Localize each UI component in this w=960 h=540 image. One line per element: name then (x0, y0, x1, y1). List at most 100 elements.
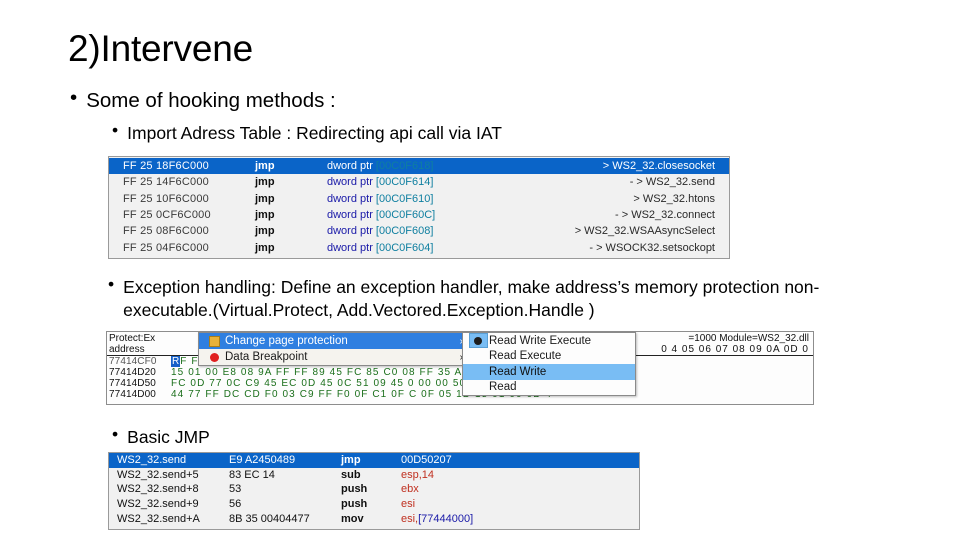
submenu-item-label: Read Write Execute (489, 334, 592, 347)
table-row[interactable]: FF 25 0CF6C000 jmp dword ptr [00C0F60C] - >… (109, 207, 729, 223)
iat-comment: - > WSOCK32.setsockopt (589, 241, 715, 254)
hex-header-left: Protect:Ex (109, 333, 156, 344)
menu-item-label: Change page protection (225, 335, 348, 347)
hex-bytes: FC 0D 77 0C C9 45 EC 0D 45 0C 51 09 45 0… (171, 378, 547, 389)
jmp-symbol: WS2_32.send+5 (117, 468, 199, 481)
checked-radio-box (468, 333, 488, 349)
jmp-mnemonic: sub (341, 468, 361, 481)
iat-bytes: FF 25 0CF6C000 (123, 209, 211, 222)
hex-col-address: address (109, 344, 145, 355)
table-row[interactable]: WS2_32.send+9 56 push esi (109, 497, 639, 512)
jmp-operand: 00D50207 (401, 454, 639, 466)
iat-operand: dword ptr [00C0F604] (327, 241, 434, 254)
table-row[interactable]: WS2_32.send+5 83 EC 14 sub esp,14 (109, 468, 639, 483)
iat-comment: - > WS2_32.connect (615, 209, 715, 222)
menu-item-label: Data Breakpoint (225, 351, 308, 363)
jmp-bytes: 83 EC 14 (229, 468, 275, 481)
submenu-item[interactable]: Read (463, 380, 635, 396)
iat-comment: > WS2_32.closesocket (602, 160, 715, 173)
bullet-basic-jmp: • Basic JMP (112, 425, 512, 449)
jmp-symbol: WS2_32.send+8 (117, 483, 199, 496)
iat-mnemonic: jmp (255, 241, 275, 254)
hex-selected-byte[interactable]: R (171, 356, 181, 367)
jmp-symbol: WS2_32.send+A (117, 512, 200, 525)
menu-item[interactable]: Data Breakpoint › (199, 349, 467, 365)
iat-bytes: FF 25 08F6C000 (123, 225, 209, 238)
jmp-mnemonic: mov (341, 512, 364, 525)
jmp-operand: esi,[77444000] (401, 512, 474, 525)
submenu-item[interactable]: Read Write (463, 364, 635, 380)
iat-operand-address: [00C0F608] (375, 225, 434, 238)
jmp-mnemonic: push (341, 498, 368, 511)
iat-bytes: FF 25 10F6C000 (123, 192, 209, 205)
bullet-some-methods-text: Some of hooking methods : (86, 89, 336, 112)
jmp-bytes: 53 (229, 483, 242, 496)
jmp-mnemonic: push (341, 483, 368, 496)
submenu-item-label: Read Execute (489, 350, 562, 363)
iat-comment: - > WS2_32.send (629, 176, 715, 189)
iat-operand-address: [00C0F60C] (375, 209, 436, 222)
jmp-symbol: WS2_32.send+9 (117, 498, 199, 511)
iat-bytes: FF 25 18F6C000 (123, 160, 209, 173)
table-row[interactable]: 77414D50 FC 0D 77 0C C9 45 EC 0D 45 0C 51… (107, 378, 813, 389)
iat-operand-address: [00C0F604] (375, 241, 434, 254)
bullet-iat-text: Import Adress Table : Redirecting api ca… (127, 123, 502, 143)
iat-operand: dword ptr [00C0F618] (327, 160, 434, 173)
hex-address: 77414D00 (109, 389, 156, 400)
bullet-exception-text: Exception handling: Define an exception … (123, 277, 820, 321)
breakpoint-dot-icon-glyph (209, 352, 219, 362)
page-protection-icon (203, 335, 225, 347)
hex-address: 77414CF0 (109, 356, 157, 367)
jmp-operand: ebx (401, 483, 419, 496)
jmp-operand: esi (401, 498, 416, 511)
iat-operand: dword ptr [00C0F60C] (327, 209, 436, 222)
iat-operand-address: [00C0F618] (375, 160, 434, 173)
table-row[interactable]: WS2_32.send+8 53 push ebx (109, 482, 639, 497)
checked-radio-dot (474, 336, 482, 345)
jmp-bytes: 56 (229, 498, 242, 511)
iat-bytes: FF 25 14F6C000 (123, 176, 209, 189)
chevron-right-icon: › (451, 352, 463, 363)
iat-row-list: FF 25 18F6C000 jmp dword ptr [00C0F618] > W… (109, 158, 729, 256)
bullet-glyph: • (112, 120, 119, 140)
iat-mnemonic: jmp (255, 192, 275, 205)
hex-address: 77414D50 (109, 378, 156, 389)
page-title: 2)Intervene (68, 28, 253, 69)
bullet-glyph: • (70, 86, 78, 109)
context-menu-items: Change page protection› Data Breakpoint › (199, 333, 467, 365)
submenu-item[interactable]: Read Execute (463, 349, 635, 365)
jmp-operand: esp,14 (401, 468, 435, 481)
jmp-operand-address: [77444000] (418, 512, 474, 525)
table-row[interactable]: WS2_32.send+A 8B 35 00404477 mov esi,[77444… (109, 511, 639, 526)
jmp-operand-address: 00D50207 (401, 454, 452, 467)
jmp-bytes: 8B 35 00404477 (229, 512, 310, 525)
jmp-symbol: WS2_32.send (117, 454, 187, 467)
bullet-iat: • Import Adress Table : Redirecting api … (112, 120, 732, 145)
bullet-glyph: • (108, 274, 115, 294)
context-menu[interactable]: Change page protection› Data Breakpoint › (198, 332, 468, 366)
iat-comment: > WS2_32.htons (633, 192, 715, 205)
iat-mnemonic: jmp (255, 176, 275, 189)
iat-mnemonic: jmp (255, 209, 275, 222)
jmp-bytes: E9 A2450489 (229, 454, 296, 467)
submenu-item-label: Read (489, 381, 517, 394)
submenu-item[interactable]: Read Write Execute (463, 333, 635, 349)
page-protection-icon-glyph (208, 335, 220, 347)
breakpoint-dot-icon (203, 352, 225, 362)
iat-operand: dword ptr [00C0F608] (327, 225, 434, 238)
iat-disassembly-pane[interactable]: FF 25 18F6C000 jmp dword ptr [00C0F618] > W… (108, 156, 730, 259)
menu-item[interactable]: Change page protection› (199, 333, 467, 349)
bullet-some-methods: • Some of hooking methods : (70, 86, 570, 115)
